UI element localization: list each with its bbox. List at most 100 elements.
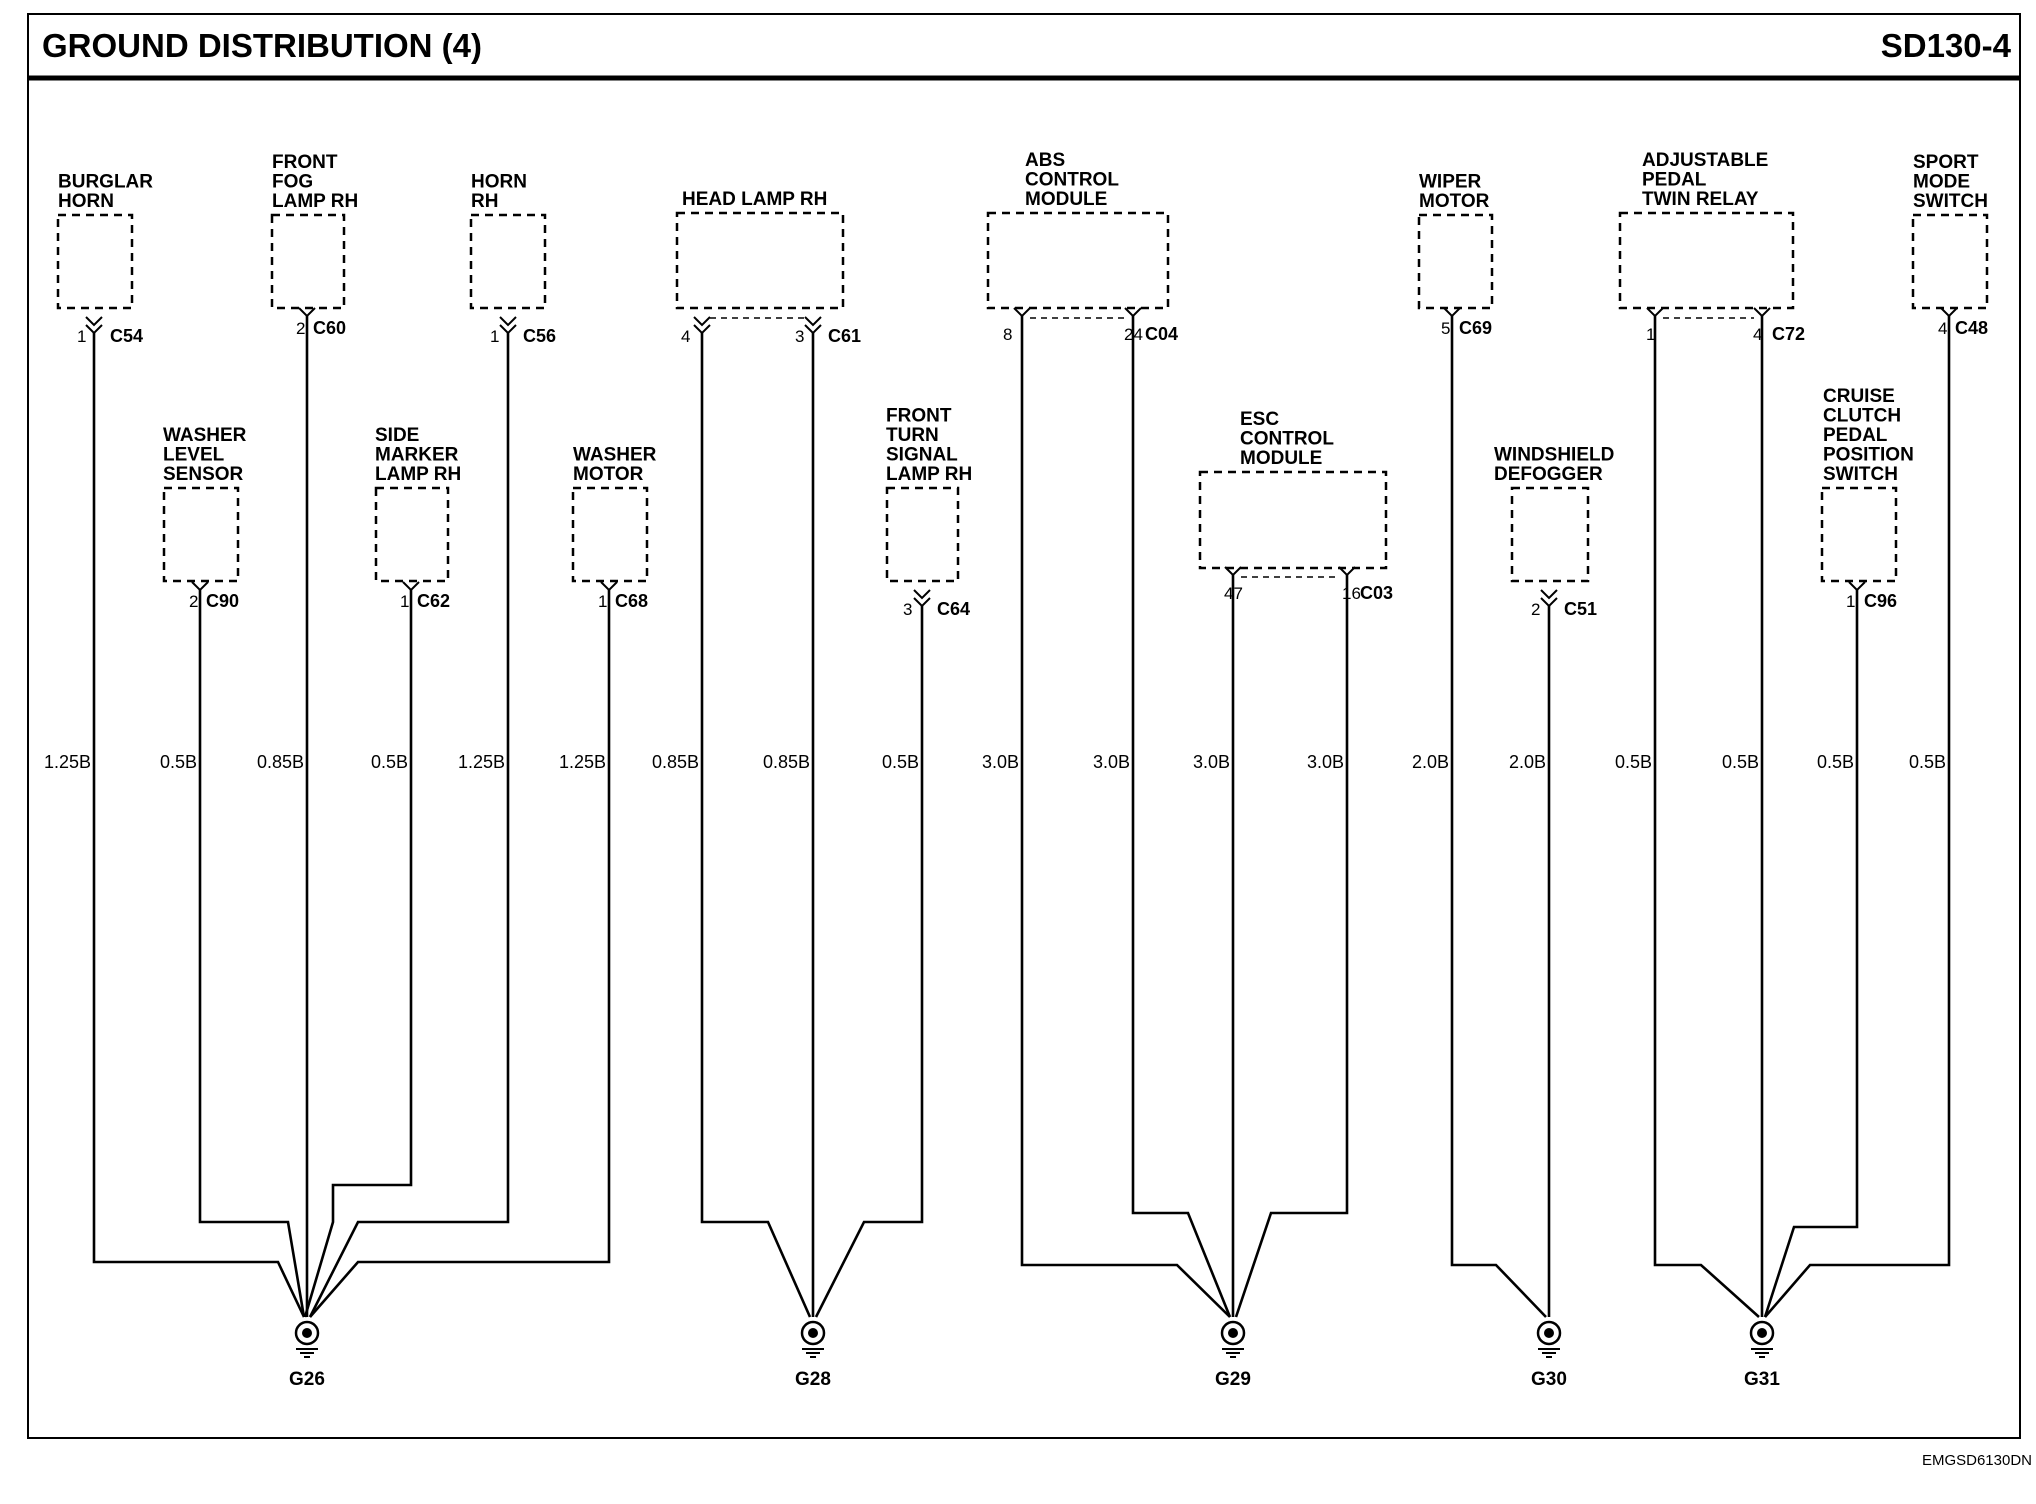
C69-5-chevron	[1443, 307, 1461, 318]
ground-G28: G28	[795, 1320, 831, 1390]
wire-C69-5	[1450, 316, 1547, 1318]
pin-number: 16	[1342, 584, 1361, 603]
front-turn-signal-lamp-rh-label: SIGNAL	[886, 445, 958, 466]
diagram-frame	[27, 13, 2021, 1439]
wire-C03-16	[1234, 575, 1349, 1318]
abs-control-module-label: ABS	[1025, 150, 1065, 171]
side-marker-lamp-rh-label: MARKER	[375, 445, 459, 466]
horn-rh-label: RH	[471, 191, 498, 212]
C04-8-chevron	[1013, 307, 1031, 318]
wire-C72-1	[1653, 316, 1760, 1318]
C72-1-chevron	[1646, 307, 1664, 318]
esc-control-module-label: ESC	[1240, 409, 1279, 430]
C62-1-chevron	[402, 581, 420, 592]
wiper-motor-label: WIPER	[1419, 172, 1482, 193]
esc-control-module-label: CONTROL	[1240, 429, 1334, 450]
wire-spec-label: 0.85B	[763, 752, 810, 772]
wire-C90-2	[198, 590, 306, 1318]
wire-spec-label: 0.5B	[371, 752, 408, 772]
wire-spec-label: 3.0B	[1093, 752, 1130, 772]
pin-number: 47	[1224, 584, 1243, 603]
ground-dot	[808, 1328, 818, 1338]
ground-dot	[1544, 1328, 1554, 1338]
windshield-defogger-label: WINDSHIELD	[1494, 445, 1614, 466]
C03-47-chevron	[1224, 566, 1242, 577]
side-marker-lamp-rh-box	[374, 486, 450, 583]
C61-3-chevron-2	[804, 324, 822, 335]
sport-mode-switch-box	[1911, 213, 1989, 310]
wire-spec-label: 0.85B	[652, 752, 699, 772]
C68-1-chevron	[600, 581, 618, 592]
side-marker-lamp-rh-label: SIDE	[375, 425, 419, 446]
front-turn-signal-lamp-rh-label: LAMP RH	[886, 464, 972, 485]
burglar-horn-label: HORN	[58, 191, 114, 212]
front-fog-lamp-rh-label: FOG	[272, 172, 313, 193]
ground-G26: G26	[289, 1320, 325, 1390]
adjustable-pedal-twin-relay-label: ADJUSTABLE	[1642, 150, 1768, 171]
connector-label: C03	[1360, 583, 1393, 603]
front-fog-lamp-rh-label: FRONT	[272, 152, 338, 173]
burglar-horn-label: BURGLAR	[58, 172, 153, 193]
connector-label: C51	[1564, 599, 1597, 619]
wire-C54-1	[92, 333, 306, 1318]
cruise-clutch-pedal-position-switch-label: CLUTCH	[1823, 406, 1901, 427]
front-fog-lamp-rh-label: LAMP RH	[272, 191, 358, 212]
front-fog-lamp-rh-box	[270, 213, 346, 310]
wire-spec-label: 0.5B	[1615, 752, 1652, 772]
wire-spec-label: 1.25B	[458, 752, 505, 772]
pin-number: 1	[598, 592, 607, 611]
pin-number: 2	[296, 319, 305, 338]
wire-spec-label: 0.5B	[1909, 752, 1946, 772]
front-turn-signal-lamp-rh-label: FRONT	[886, 406, 952, 427]
wire-C04-8	[1020, 316, 1231, 1318]
wire-spec-label: 0.5B	[160, 752, 197, 772]
C96-1-chevron	[1848, 581, 1866, 592]
wire-C96-1	[1763, 590, 1859, 1318]
page-title: GROUND DISTRIBUTION (4)	[42, 27, 482, 64]
abs-control-module-label: MODULE	[1025, 189, 1107, 210]
adjustable-pedal-twin-relay-label: PEDAL	[1642, 170, 1707, 191]
C90-2-chevron	[191, 581, 209, 592]
adjustable-pedal-twin-relay-label: TWIN RELAY	[1642, 189, 1759, 210]
sport-mode-switch-label: MODE	[1913, 172, 1970, 193]
C51-2-chevron-2	[1540, 597, 1558, 608]
burglar-horn-box	[56, 213, 134, 310]
washer-motor-label: MOTOR	[573, 464, 644, 485]
pin-number: 3	[903, 600, 912, 619]
connector-label: C62	[417, 591, 450, 611]
connector-C51: 2 C51	[1531, 589, 1597, 619]
ground-G30: G30	[1531, 1320, 1567, 1390]
wiper-motor-label: MOTOR	[1419, 191, 1490, 212]
C61-4-chevron	[693, 316, 711, 327]
connector-label: C64	[937, 599, 970, 619]
connector-label: C56	[523, 326, 556, 346]
page-code: SD130-4	[1881, 27, 2012, 64]
pin-number: 5	[1441, 319, 1450, 338]
pin-number: 1	[1846, 592, 1855, 611]
ground-dot	[302, 1328, 312, 1338]
pin-number: 2	[189, 592, 198, 611]
wire-spec-label: 2.0B	[1412, 752, 1449, 772]
doc-code: EMGSD6130DN	[1922, 1452, 2032, 1469]
wire-spec-label: 3.0B	[1193, 752, 1230, 772]
C61-3-chevron	[804, 316, 822, 327]
wire-spec-label: 0.5B	[1722, 752, 1759, 772]
head-lamp-rh-box	[675, 211, 845, 310]
pin-number: 2	[1531, 600, 1540, 619]
C51-2-chevron	[1540, 589, 1558, 600]
horn-rh-box	[469, 213, 547, 310]
